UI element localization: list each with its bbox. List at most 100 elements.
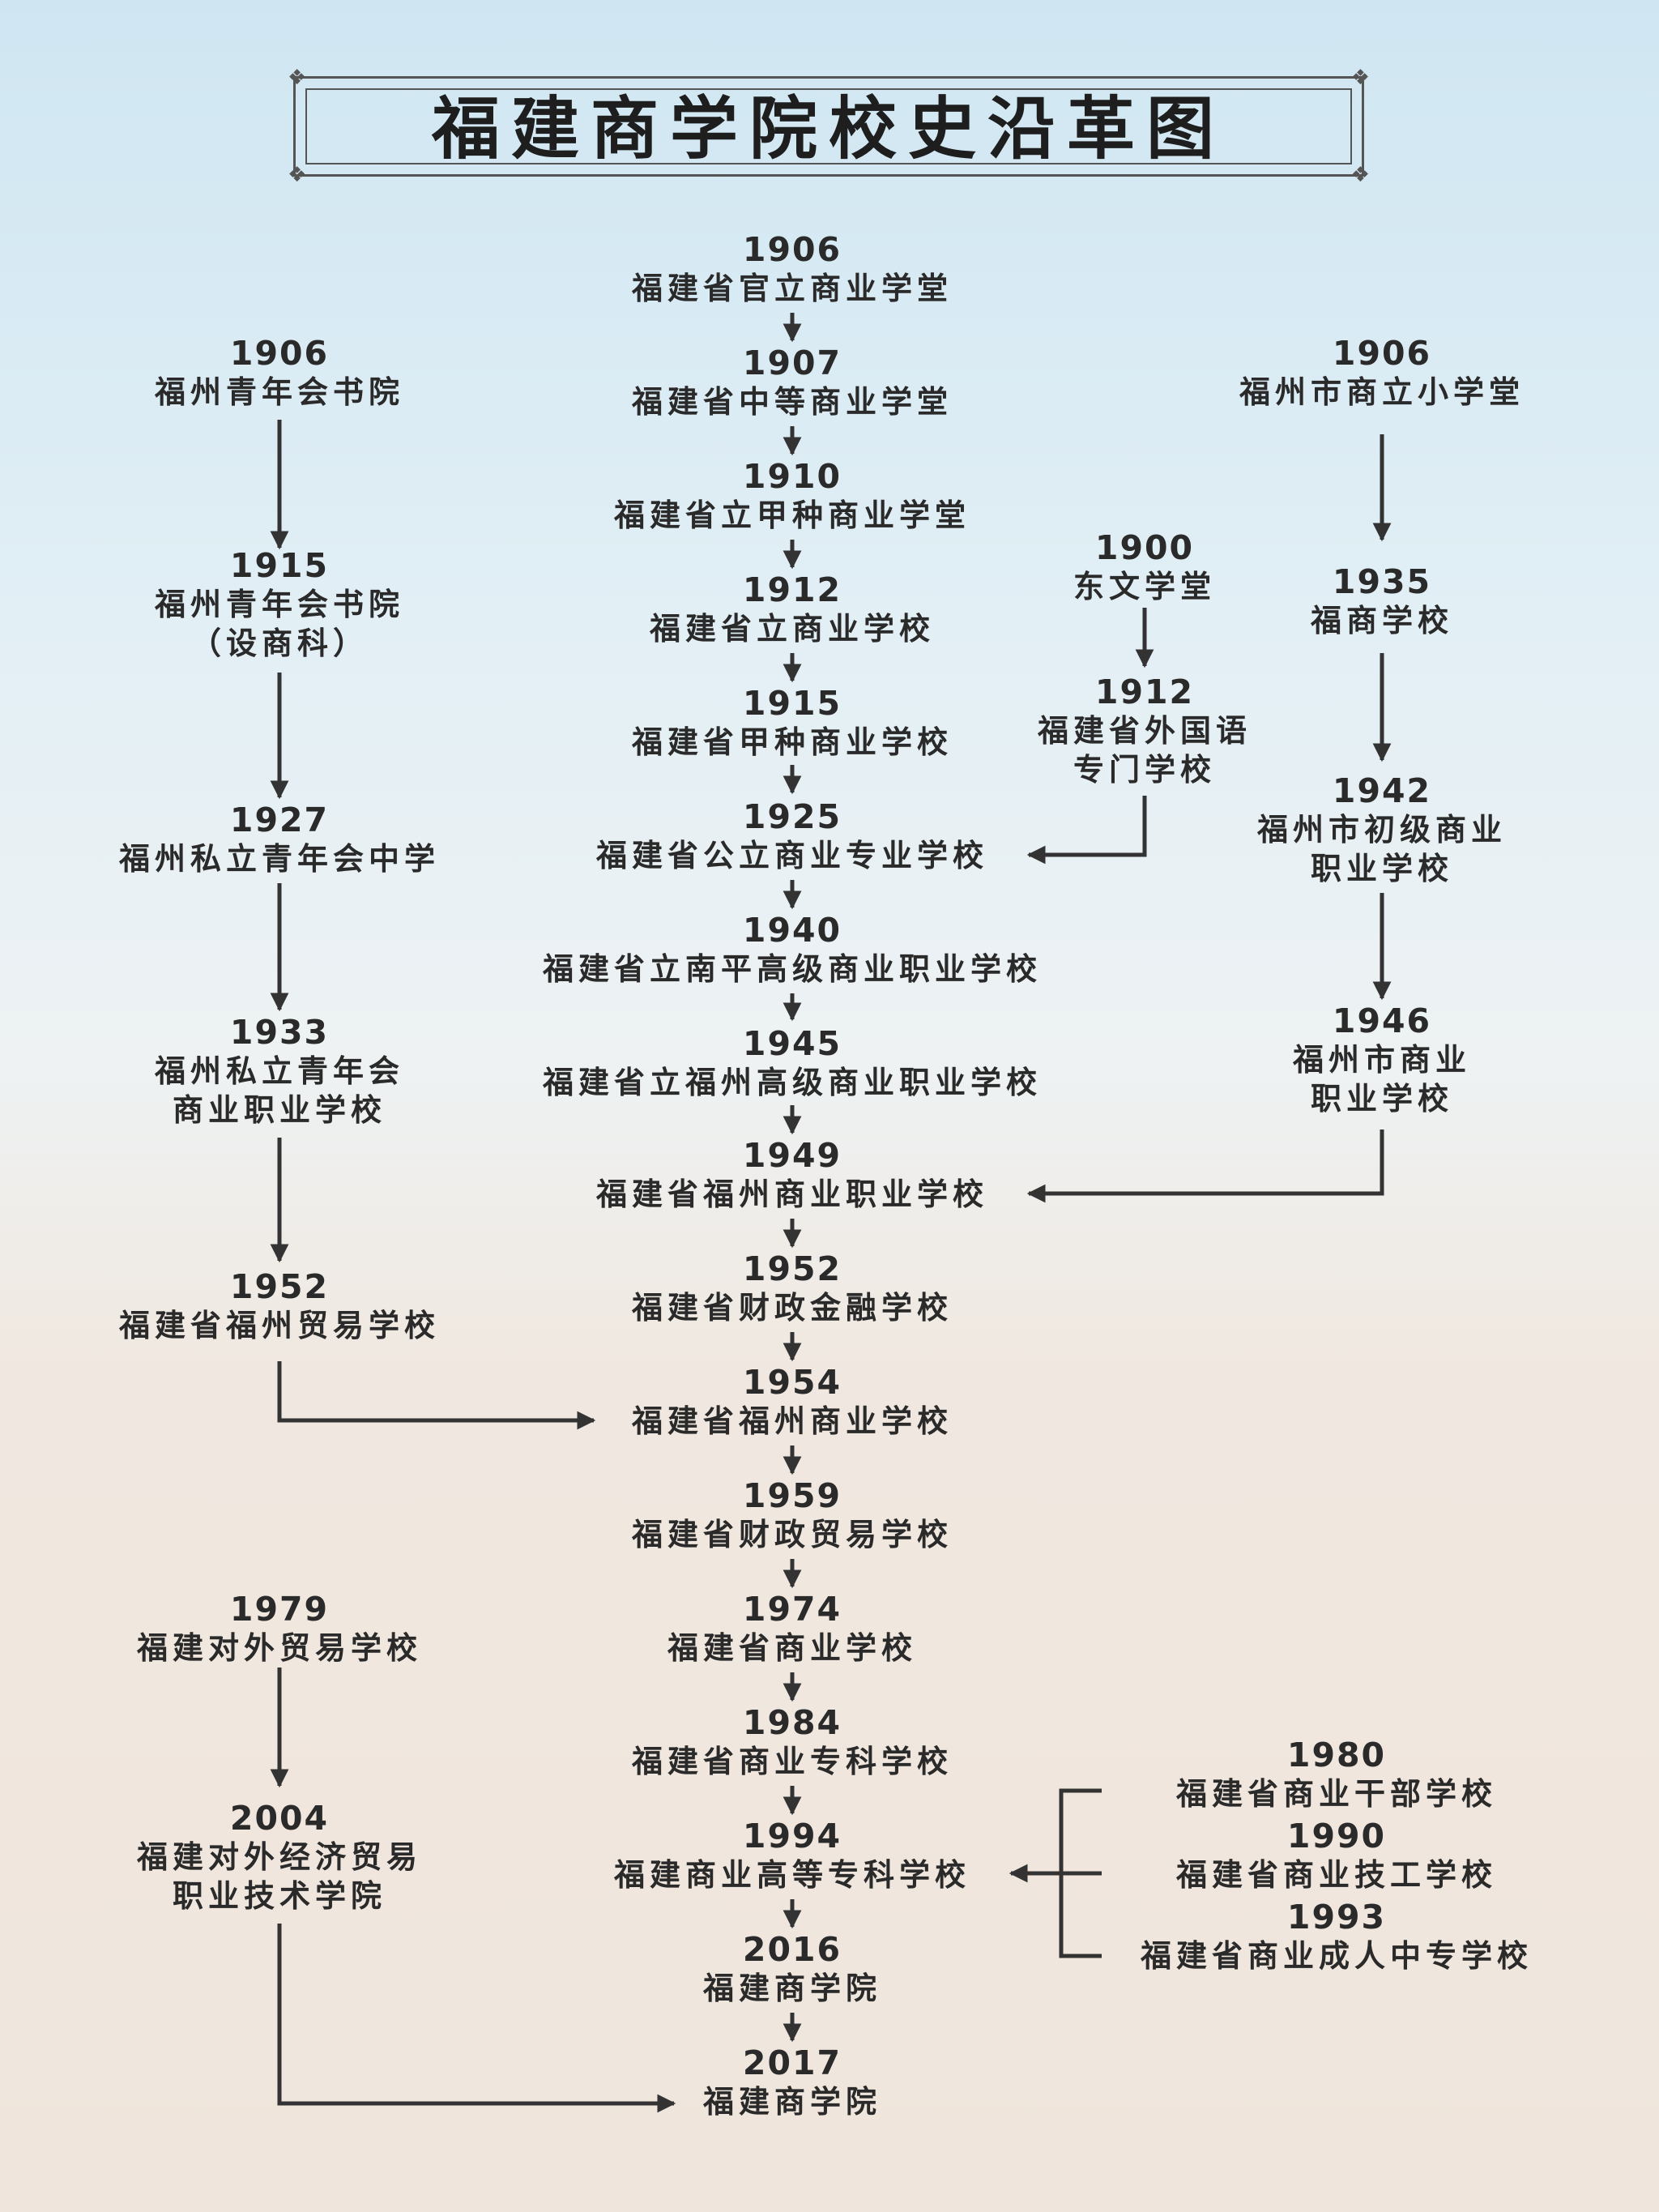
node-year: 1990: [1286, 1817, 1387, 1855]
node-year: 1935: [1332, 562, 1432, 601]
node-name: 福建省立福州高级商业职业学校: [542, 1065, 1043, 1100]
node-year: 1993: [1286, 1898, 1387, 1937]
node-name: 东文学堂: [1073, 569, 1217, 604]
node-name: 福建省福州商业职业学校: [595, 1176, 989, 1212]
node-year: 1933: [229, 1013, 330, 1052]
node-year: 1925: [742, 797, 842, 836]
node-name: 福建省福州贸易学校: [118, 1308, 441, 1343]
node-year: 1940: [742, 911, 842, 950]
node-name: 福建商学院: [702, 2084, 882, 2120]
node-year: 1942: [1332, 771, 1432, 810]
node-name: 职业技术学院: [172, 1878, 387, 1914]
node-year: 2004: [229, 1799, 330, 1838]
node-year: 1912: [1094, 673, 1195, 711]
page-title: 福建商学院校史沿革图: [431, 88, 1226, 169]
node-name: 福建省官立商业学堂: [631, 271, 953, 306]
node-year: 1949: [742, 1136, 842, 1175]
node-name: 福建商学院: [702, 1971, 882, 2006]
node-year: 1959: [742, 1476, 842, 1515]
node-year: 1994: [742, 1817, 842, 1855]
node-year: 1979: [229, 1590, 330, 1629]
node-name: 福建省商业专科学校: [631, 1744, 953, 1779]
node-name: 福建对外贸易学校: [136, 1630, 423, 1666]
node-year: 2016: [742, 1930, 842, 1969]
node-name: 福商学校: [1310, 603, 1454, 638]
node-year: 2017: [742, 2043, 842, 2082]
node-name: 专门学校: [1073, 752, 1217, 788]
node-year: 1980: [1286, 1736, 1387, 1774]
node-year: 1946: [1332, 1001, 1432, 1040]
title-frame: ❖ ❖ ❖ ❖ 福建商学院校史沿革图: [288, 67, 1370, 186]
node-name: 福建省外国语: [1037, 713, 1252, 749]
arrow-m2-c6: [1026, 796, 1147, 865]
node-year: 1915: [742, 684, 842, 723]
node-name: 福州市商业: [1292, 1042, 1472, 1078]
arrow-r4-c9: [1026, 1129, 1384, 1203]
node-name: 福州青年会书院: [154, 374, 405, 410]
node-name: 福建省商业成人中专学校: [1140, 1938, 1533, 1974]
node-name: 福建省财政金融学校: [631, 1290, 953, 1326]
node-name: 福建商业高等专科学校: [613, 1857, 971, 1893]
node-year: 1906: [742, 230, 842, 269]
node-name: 福州私立青年会中学: [118, 841, 441, 877]
arrow-l7-c17: [277, 1924, 676, 2113]
node-name: 福建省立商业学校: [649, 611, 936, 647]
node-name: 福建省立甲种商业学堂: [613, 497, 971, 533]
node-year: 1910: [742, 457, 842, 496]
node-name: 福建省中等商业学堂: [631, 384, 953, 420]
node-year: 1906: [1332, 334, 1432, 373]
node-name: 福建省公立商业专业学校: [595, 838, 989, 873]
node-year: 1952: [229, 1267, 330, 1306]
node-year: 1945: [742, 1024, 842, 1063]
node-name: 福建省商业技工学校: [1175, 1857, 1498, 1893]
corner-ornament-icon: ❖: [1350, 163, 1370, 187]
node-name: 福建省立南平高级商业职业学校: [542, 951, 1043, 987]
node-year: 1912: [742, 570, 842, 609]
node-name: 福建省商业学校: [667, 1630, 918, 1666]
node-year: 1954: [742, 1363, 842, 1402]
node-name: 职业学校: [1310, 1081, 1454, 1117]
node-year: 1915: [229, 546, 330, 585]
node-name: 职业学校: [1310, 851, 1454, 886]
node-name: 福州青年会书院: [154, 587, 405, 622]
corner-ornament-icon: ❖: [288, 66, 307, 90]
node-name: 福州市商立小学堂: [1239, 374, 1525, 410]
node-name: 福州市初级商业: [1256, 812, 1508, 848]
corner-ornament-icon: ❖: [1350, 66, 1370, 90]
node-name: 福建省福州商业学校: [631, 1403, 953, 1439]
node-name: 福建省财政贸易学校: [631, 1517, 953, 1552]
